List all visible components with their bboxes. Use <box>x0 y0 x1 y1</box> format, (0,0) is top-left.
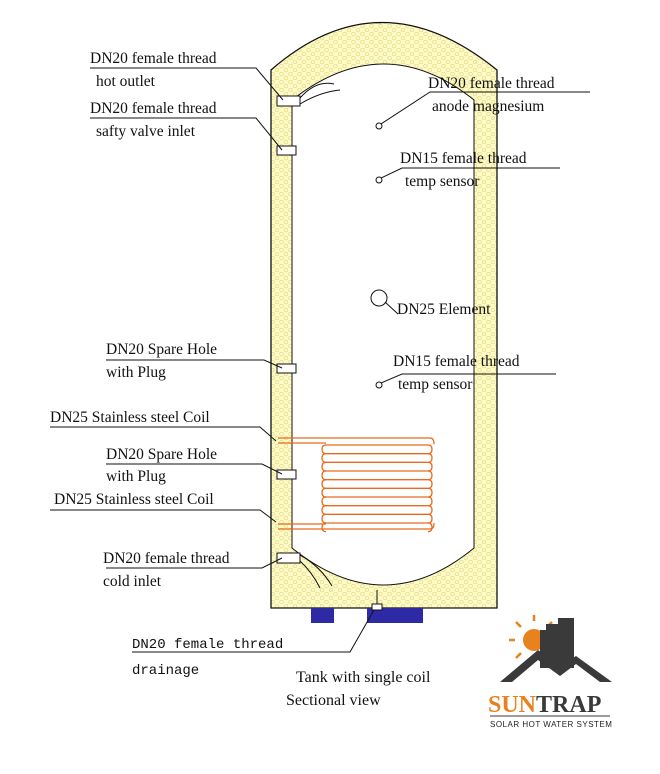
cold-inlet-label-1: DN20 female thread <box>103 550 230 567</box>
coil-turn <box>326 505 433 515</box>
safety-valve-label-1: DN20 female thread <box>90 100 217 117</box>
coil-bend <box>321 444 327 455</box>
logo-word-trap: TRAP <box>536 692 601 718</box>
coil-turn <box>326 496 433 507</box>
spare-hole-2-fitting <box>276 469 297 480</box>
temp-sensor-top-icon <box>375 176 383 184</box>
temp-sensor-mid-icon <box>375 381 383 389</box>
tank-body <box>270 22 498 609</box>
coil-inlet-pipe <box>278 437 435 445</box>
coil-bend <box>321 487 327 498</box>
spare-hole-1-label-2: with Plug <box>106 364 166 381</box>
coil-bend <box>321 479 327 489</box>
logo-wordmark: SUNTRAP <box>488 692 601 718</box>
coil-turn <box>326 461 433 472</box>
coil-top-label: DN25 Stainless steel Coil <box>50 409 210 426</box>
safety-valve-label-2: safty valve inlet <box>96 123 196 140</box>
coil-outlet-pipe <box>278 522 435 530</box>
coil-turn <box>326 470 433 481</box>
element-port-icon <box>370 289 388 307</box>
coil-turn <box>326 487 433 498</box>
coil-turn <box>326 513 433 524</box>
drainage-label-1: DN20 female thread <box>132 637 283 653</box>
anode-label-2: anode magnesium <box>432 98 544 115</box>
leader-lines <box>50 67 590 653</box>
stainless-steel-coil <box>278 437 435 533</box>
temp-sensor-mid-label-2: temp sensor <box>398 376 473 393</box>
caption-line-2: Sectional view <box>286 692 381 709</box>
hot-outlet-fitting <box>276 82 341 107</box>
spare-hole-2-label-1: DN20 Spare Hole <box>106 446 217 463</box>
anode-label-1: DN20 female thread <box>428 75 555 92</box>
sun-icon <box>509 615 553 659</box>
coil-turn <box>326 479 433 489</box>
coil-turn <box>326 444 433 455</box>
coil-bend <box>321 461 327 472</box>
logo-word-sun: SUN <box>488 692 537 718</box>
caption-line-1: Tank with single coil <box>296 669 431 686</box>
coil-bend <box>321 453 327 463</box>
spare-hole-1-label-1: DN20 Spare Hole <box>106 341 217 358</box>
hot-outlet-label-2: hot outlet <box>96 73 156 90</box>
safety-valve-fitting <box>276 145 297 156</box>
element-label: DN25 Element <box>397 301 491 318</box>
spare-hole-2-label-2: with Plug <box>106 468 166 485</box>
drainage-label-2: drainage <box>132 663 199 679</box>
cold-inlet-fitting <box>276 552 333 589</box>
suntrap-logo: SUNTRAP SOLAR HOT WATER SYSTEM <box>488 615 612 729</box>
temp-sensor-top-label-1: DN15 female thread <box>400 150 527 167</box>
mountain-icon <box>500 650 612 682</box>
temp-sensor-mid-label-1: DN15 female thread <box>393 353 520 370</box>
coil-turn <box>326 522 433 533</box>
tank-feet <box>311 603 423 623</box>
logo-tagline: SOLAR HOT WATER SYSTEM <box>490 720 612 729</box>
coil-turn <box>326 453 433 463</box>
cold-inlet-label-2: cold inlet <box>103 573 162 590</box>
coil-bend <box>321 470 327 481</box>
coil-bottom-label: DN25 Stainless steel Coil <box>54 491 214 508</box>
coil-bend <box>321 513 327 524</box>
anode-port-icon <box>375 122 383 130</box>
hot-outlet-label-1: DN20 female thread <box>90 50 217 67</box>
spare-hole-1-fitting <box>276 363 297 374</box>
temp-sensor-top-label-2: temp sensor <box>405 173 480 190</box>
coil-bend <box>321 505 327 515</box>
coil-bend <box>321 496 327 507</box>
